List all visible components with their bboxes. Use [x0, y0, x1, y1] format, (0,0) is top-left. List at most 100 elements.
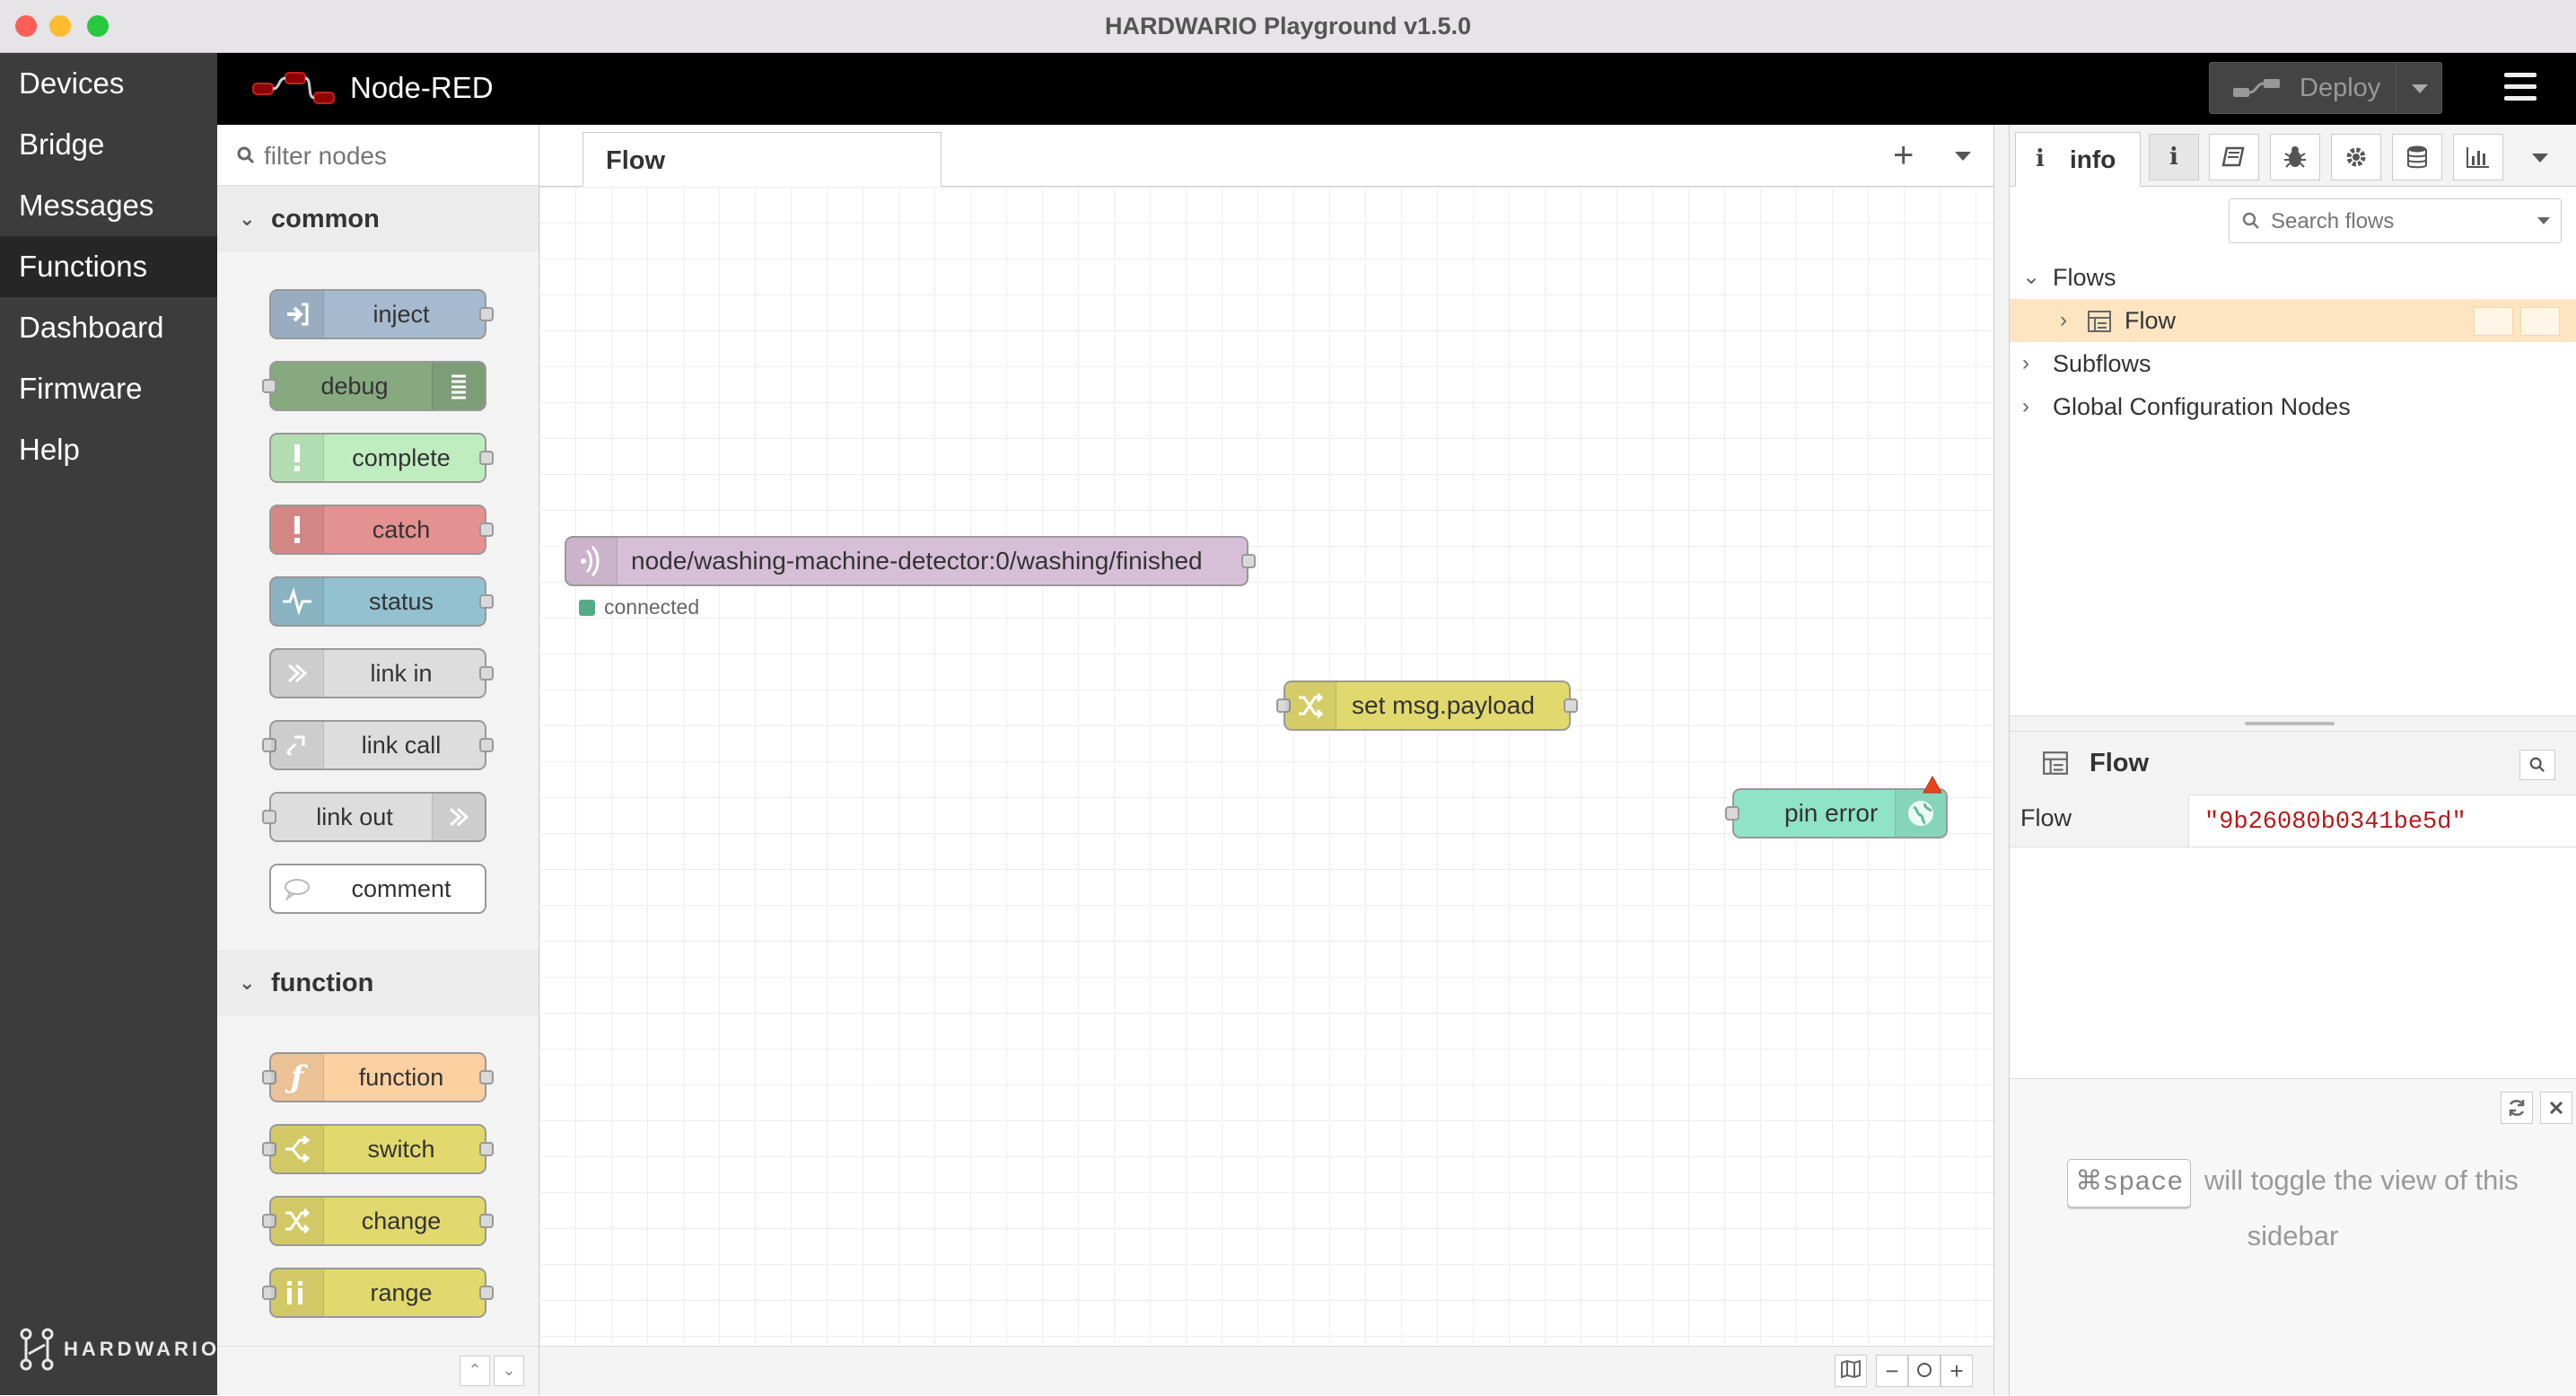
- output-port[interactable]: [479, 1142, 494, 1156]
- window-zoom-button[interactable]: [87, 15, 109, 37]
- switch-icon: [271, 1126, 324, 1172]
- input-port[interactable]: [1276, 698, 1291, 713]
- mqtt-in-node[interactable]: node/washing-machine-detector:0/washing/…: [565, 536, 1256, 586]
- nav-item-messages[interactable]: Messages: [19, 189, 154, 222]
- change-node[interactable]: set msg.payload: [1276, 680, 1578, 731]
- palette-category-common[interactable]: ⌄ common: [217, 186, 539, 252]
- output-port[interactable]: [1564, 698, 1578, 713]
- output-port[interactable]: [1241, 554, 1256, 568]
- input-port[interactable]: [262, 810, 276, 824]
- search-flows-field[interactable]: [2229, 198, 2562, 243]
- search-icon[interactable]: [2519, 750, 2555, 780]
- tab-flow[interactable]: Flow: [583, 132, 942, 187]
- bug-icon[interactable]: [2270, 134, 2320, 180]
- tab-info[interactable]: i info: [2015, 132, 2141, 187]
- nav-item-devices[interactable]: Devices: [19, 66, 125, 100]
- chevron-right-icon[interactable]: ›: [2022, 351, 2029, 375]
- chevron-right-icon[interactable]: ›: [2022, 394, 2029, 418]
- mqtt-icon: [566, 538, 618, 584]
- input-port[interactable]: [262, 1070, 276, 1084]
- tree-label: Flows: [2053, 264, 2116, 291]
- nav-item-help[interactable]: Help: [19, 433, 80, 466]
- input-port[interactable]: [1725, 806, 1739, 821]
- flow-canvas[interactable]: node/washing-machine-detector:0/washing/…: [539, 187, 1993, 1345]
- chevron-down-icon[interactable]: [2537, 217, 2550, 224]
- deploy-options-chevron-icon[interactable]: [2396, 63, 2441, 113]
- range-icon: [271, 1269, 324, 1316]
- chart-icon[interactable]: [2453, 134, 2503, 180]
- show-flow-button[interactable]: [2520, 307, 2560, 336]
- palette-node-catch[interactable]: catch: [269, 505, 494, 555]
- palette-node-status[interactable]: status: [269, 576, 494, 627]
- output-port[interactable]: [479, 1070, 494, 1084]
- hamburger-icon[interactable]: [2504, 73, 2537, 101]
- nav-item-functions[interactable]: Functions: [0, 236, 217, 297]
- palette-node-switch[interactable]: switch: [262, 1124, 494, 1174]
- palette-node-range[interactable]: range: [262, 1268, 494, 1318]
- toggle-flow-button[interactable]: [2474, 307, 2513, 336]
- window-close-button[interactable]: [15, 15, 37, 37]
- map-icon[interactable]: [1835, 1355, 1867, 1387]
- input-port[interactable]: [262, 1142, 276, 1156]
- output-port[interactable]: [479, 594, 494, 609]
- nav-item-dashboard[interactable]: Dashboard: [19, 311, 164, 344]
- palette-category-function[interactable]: ⌄ function: [217, 950, 539, 1016]
- palette-node-link-call[interactable]: link call: [262, 720, 494, 770]
- palette-node-inject[interactable]: inject: [269, 289, 494, 339]
- zoom-out-icon[interactable]: −: [1876, 1355, 1908, 1387]
- pin-error-node[interactable]: pin error: [1725, 776, 1948, 838]
- palette-node-function[interactable]: ƒ function: [262, 1052, 494, 1102]
- tree-global-config[interactable]: › Global Configuration Nodes: [2010, 385, 2576, 428]
- expand-all-icon[interactable]: ⌄: [494, 1356, 524, 1386]
- tab-list-chevron-icon[interactable]: [1955, 152, 1971, 161]
- palette-node-complete[interactable]: complete: [269, 433, 494, 483]
- tree-label: Flow: [2125, 307, 2177, 334]
- nav-item-bridge[interactable]: Bridge: [19, 127, 105, 161]
- gear-icon[interactable]: [2331, 134, 2381, 180]
- zoom-reset-icon[interactable]: [1908, 1355, 1941, 1387]
- node-label: pin error: [1784, 799, 1879, 827]
- input-port[interactable]: [262, 1214, 276, 1228]
- chevron-down-icon[interactable]: ⌄: [2022, 265, 2041, 289]
- zoom-in-icon[interactable]: +: [1941, 1355, 1973, 1387]
- add-flow-icon[interactable]: +: [1893, 136, 1914, 175]
- palette-node-link-out[interactable]: link out: [262, 792, 486, 842]
- chevron-right-icon[interactable]: ›: [2060, 308, 2067, 332]
- palette-node-change[interactable]: change: [262, 1196, 494, 1246]
- close-icon[interactable]: [2540, 1092, 2572, 1124]
- link-out-icon: [432, 794, 485, 840]
- sidebar-split-handle[interactable]: [2010, 716, 2576, 732]
- sidebar-resize-handle[interactable]: [1993, 125, 2010, 1395]
- refresh-icon[interactable]: [2501, 1092, 2533, 1124]
- input-port[interactable]: [262, 379, 276, 393]
- output-port[interactable]: [479, 1214, 494, 1228]
- inject-icon: [271, 291, 324, 338]
- input-port[interactable]: [262, 1286, 276, 1300]
- window-minimize-button[interactable]: [49, 15, 71, 37]
- info-icon[interactable]: i: [2149, 134, 2199, 180]
- tree-label: Subflows: [2053, 350, 2151, 377]
- palette-node-link-in[interactable]: link in: [269, 648, 494, 698]
- tree-subflows[interactable]: › Subflows: [2010, 342, 2576, 385]
- palette-node-comment[interactable]: comment: [269, 864, 486, 914]
- database-icon[interactable]: [2392, 134, 2442, 180]
- tree-flows[interactable]: ⌄ Flows: [2010, 256, 2576, 299]
- sidebar-tabs-chevron-icon[interactable]: [2532, 154, 2548, 162]
- output-port[interactable]: [479, 522, 494, 537]
- output-port[interactable]: [479, 451, 494, 465]
- tree-item-flow[interactable]: › Flow: [2010, 299, 2576, 342]
- palette-filter-input[interactable]: [262, 136, 526, 177]
- book-icon[interactable]: [2209, 134, 2259, 180]
- collapse-all-icon[interactable]: ⌃: [460, 1356, 490, 1386]
- input-port[interactable]: [262, 738, 276, 752]
- output-port[interactable]: [479, 307, 494, 321]
- palette-node-debug[interactable]: debug: [262, 361, 486, 411]
- sidebar-tip-text: ⌘space will toggle the view of this side…: [2055, 1153, 2531, 1264]
- search-icon: [2242, 212, 2259, 229]
- output-port[interactable]: [479, 666, 494, 680]
- output-port[interactable]: [479, 738, 494, 752]
- deploy-button[interactable]: Deploy: [2209, 62, 2442, 114]
- output-port[interactable]: [479, 1286, 494, 1300]
- search-flows-input[interactable]: [2269, 205, 2524, 239]
- nav-item-firmware[interactable]: Firmware: [19, 372, 143, 405]
